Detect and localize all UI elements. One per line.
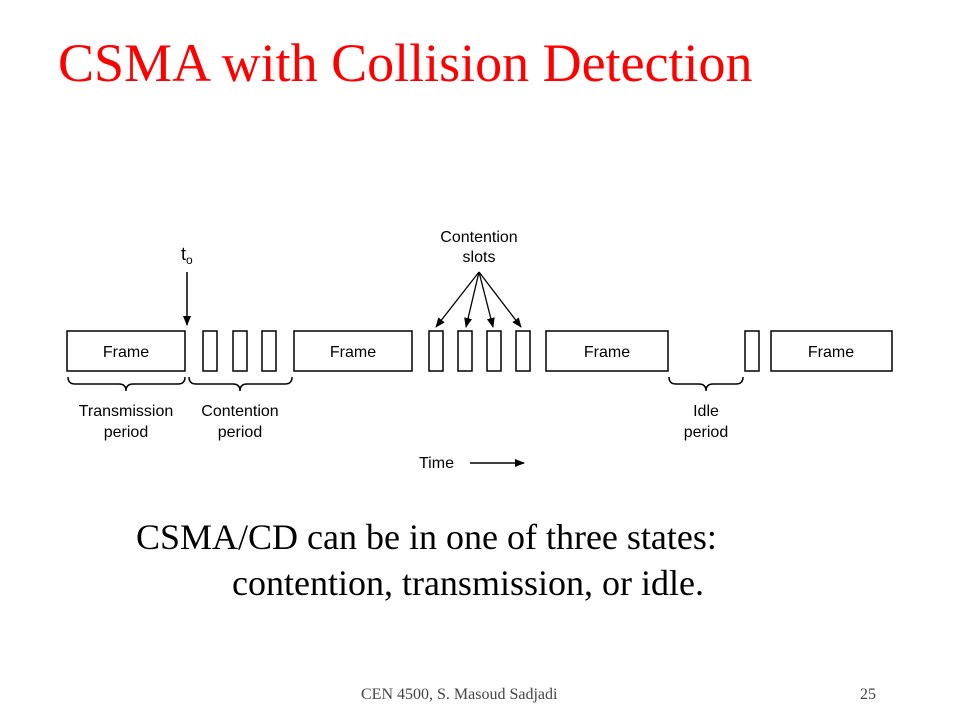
contention-slot xyxy=(486,330,502,372)
frame-4-label: Frame xyxy=(808,344,854,361)
contention-slots-label-line1: Contention xyxy=(440,229,517,246)
contention-period-label-line1: Contention xyxy=(201,403,278,420)
frame-4: Frame xyxy=(770,330,893,372)
time-label: Time xyxy=(419,455,454,472)
frame-1: Frame xyxy=(66,330,186,372)
frame-2-label: Frame xyxy=(330,344,376,361)
page-number: 25 xyxy=(860,686,876,703)
idle-period-label-line1: Idle xyxy=(693,403,719,420)
t0-label: to xyxy=(181,244,193,267)
body-text: CSMA/CD can be in one of three states: c… xyxy=(136,514,936,606)
contention-period-label-line2: period xyxy=(218,424,262,441)
contention-slot xyxy=(232,330,248,372)
contention-slot xyxy=(457,330,473,372)
frame-3: Frame xyxy=(545,330,669,372)
contention-period-brace xyxy=(188,376,293,392)
contention-slot xyxy=(744,330,760,372)
slot-arrow-3 xyxy=(478,271,495,328)
body-text-line1: CSMA/CD can be in one of three states: xyxy=(136,517,717,557)
slot-arrow-1 xyxy=(435,271,480,328)
frame-3-label: Frame xyxy=(584,344,630,361)
idle-period-brace xyxy=(668,376,744,392)
contention-slot xyxy=(515,330,531,372)
frame-1-label: Frame xyxy=(103,344,149,361)
transmission-period-label-line1: Transmission xyxy=(79,403,174,420)
frame-2: Frame xyxy=(293,330,413,372)
contention-slots-label-line2: slots xyxy=(463,249,496,266)
transmission-period-label-line2: period xyxy=(104,424,148,441)
slot-arrow-4 xyxy=(478,271,522,328)
slide-title: CSMA with Collision Detection xyxy=(58,33,753,93)
transmission-period-brace xyxy=(67,376,186,392)
idle-period-label-line2: period xyxy=(684,424,728,441)
body-text-line2: contention, transmission, or idle. xyxy=(232,563,704,603)
contention-slot xyxy=(202,330,218,372)
contention-slot xyxy=(428,330,444,372)
contention-slot xyxy=(261,330,277,372)
slot-arrow-2 xyxy=(464,271,480,328)
footer-credit: CEN 4500, S. Masoud Sadjadi xyxy=(361,686,558,703)
